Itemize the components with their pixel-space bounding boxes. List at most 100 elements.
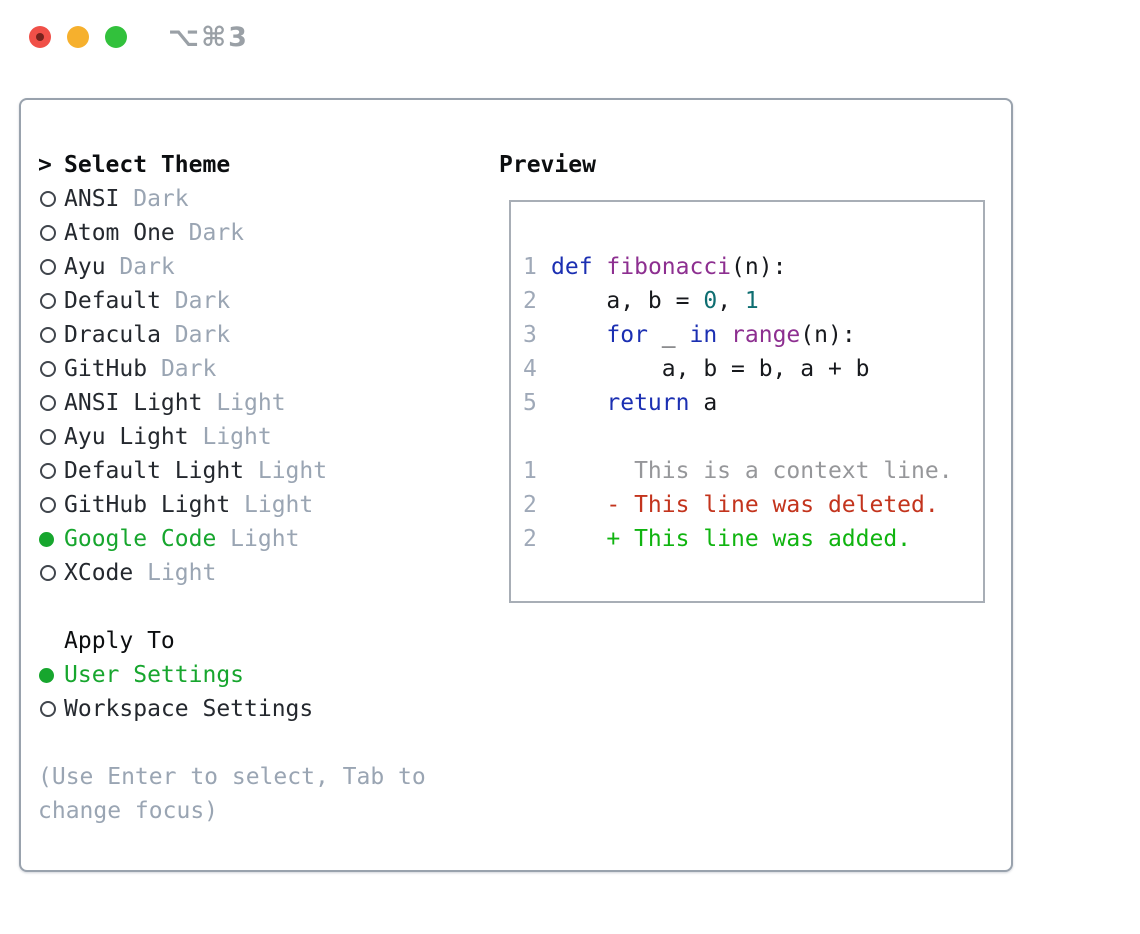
line-number: 1 — [523, 254, 537, 280]
keyboard-hint-text: (Use Enter to select, Tab to change focu… — [38, 764, 426, 824]
theme-option-atom-one-dark[interactable]: Atom One Dark — [38, 216, 478, 250]
apply-to-title: Apply To — [64, 628, 175, 654]
code-token: a, b = b, a + b — [551, 356, 870, 382]
theme-variant-tag: Dark — [174, 220, 245, 246]
select-theme-header: > Select Theme — [38, 148, 478, 182]
line-number: 2 — [523, 288, 537, 314]
radio-icon — [40, 701, 56, 717]
spacer — [38, 590, 478, 624]
radio-icon — [40, 327, 56, 343]
code-line-5: 5 return a — [523, 386, 983, 420]
theme-name: ANSI — [64, 186, 120, 212]
code-token: (n): — [731, 254, 787, 280]
theme-name: Default — [64, 288, 161, 314]
radio-icon — [40, 361, 56, 377]
code-token: 0 — [703, 288, 718, 314]
theme-name: GitHub — [64, 356, 148, 382]
radio-icon — [40, 497, 56, 513]
code-token: a, b = — [551, 288, 704, 314]
apply-option-user-settings[interactable]: User Settings — [38, 658, 478, 692]
code-token: in — [689, 322, 718, 348]
theme-option-ansi-dark[interactable]: ANSI Dark — [38, 182, 478, 216]
code-line-2: 2 a, b = 0, 1 — [523, 284, 983, 318]
theme-variant-tag: Light — [230, 492, 314, 518]
code-token: _ — [647, 322, 690, 348]
theme-option-github-light-light[interactable]: GitHub Light Light — [38, 488, 478, 522]
diff-line-deleted: 2 - This line was deleted. — [523, 488, 983, 522]
theme-variant-tag: Dark — [147, 356, 217, 382]
radio-icon — [40, 395, 56, 411]
radio-icon — [40, 565, 56, 581]
minimize-button[interactable] — [67, 26, 89, 48]
theme-option-dracula-dark[interactable]: Dracula Dark — [38, 318, 478, 352]
code-token: return — [606, 390, 690, 416]
line-number: 5 — [523, 390, 537, 416]
radio-icon — [40, 191, 56, 207]
radio-selected-icon — [39, 531, 54, 547]
code-token: (n): — [800, 322, 856, 348]
radio-icon — [40, 225, 56, 241]
theme-option-github-dark[interactable]: GitHub Dark — [38, 352, 478, 386]
apply-to-header: Apply To — [38, 624, 478, 658]
theme-name: Google Code — [64, 526, 217, 552]
line-number: 4 — [523, 356, 537, 382]
theme-name: ANSI Light — [64, 390, 203, 416]
theme-option-xcode-light[interactable]: XCode Light — [38, 556, 478, 590]
window-title-shortcut: ⌥⌘3 — [168, 22, 249, 53]
theme-variant-tag: Dark — [119, 186, 189, 212]
line-number: 2 — [523, 526, 537, 552]
blank-line — [523, 420, 983, 454]
line-number: 1 — [523, 458, 537, 484]
window-titlebar: ⌥⌘3 — [0, 0, 1140, 75]
focus-caret-icon: > — [38, 152, 52, 178]
apply-option-workspace-settings[interactable]: Workspace Settings — [38, 692, 478, 726]
diff-text-context: This is a context line. — [551, 458, 953, 484]
apply-option-label: User Settings — [64, 662, 245, 688]
code-line-4: 4 a, b = b, a + b — [523, 352, 983, 386]
radio-icon — [40, 463, 56, 479]
select-theme-title: Select Theme — [64, 152, 231, 178]
theme-option-default-light-light[interactable]: Default Light Light — [38, 454, 478, 488]
radio-icon — [40, 259, 56, 275]
theme-option-ansi-light-light[interactable]: ANSI Light Light — [38, 386, 478, 420]
theme-option-default-dark[interactable]: Default Dark — [38, 284, 478, 318]
code-token: range — [731, 322, 801, 348]
theme-option-ayu-dark[interactable]: Ayu Dark — [38, 250, 478, 284]
theme-variant-tag: Dark — [105, 254, 175, 280]
theme-variant-tag: Light — [216, 526, 300, 552]
theme-option-ayu-light-light[interactable]: Ayu Light Light — [38, 420, 478, 454]
theme-variant-tag: Light — [202, 390, 286, 416]
theme-name: GitHub Light — [64, 492, 231, 518]
zoom-button[interactable] — [105, 26, 127, 48]
theme-variant-tag: Light — [133, 560, 217, 586]
theme-variant-tag: Light — [188, 424, 272, 450]
theme-variant-tag: Light — [244, 458, 328, 484]
close-button-dot — [36, 33, 44, 41]
diff-text-added: + This line was added. — [551, 526, 912, 552]
diff-line-context: 1 This is a context line. — [523, 454, 983, 488]
code-token: fibonacci — [606, 254, 732, 280]
code-token — [593, 250, 607, 284]
theme-name: Atom One — [64, 220, 175, 246]
code-token: for — [606, 322, 648, 348]
code-token — [717, 318, 731, 352]
code-line-1: 1 def fibonacci(n): — [523, 250, 983, 284]
theme-name: XCode — [64, 560, 134, 586]
radio-icon — [40, 293, 56, 309]
line-number: 3 — [523, 322, 537, 348]
theme-variant-tag: Dark — [160, 288, 231, 314]
radio-icon — [40, 429, 56, 445]
code-token — [551, 386, 606, 420]
apply-option-label: Workspace Settings — [64, 696, 314, 722]
code-token: def — [551, 254, 593, 280]
close-button[interactable] — [29, 26, 51, 48]
theme-option-google-code-light[interactable]: Google Code Light — [38, 522, 478, 556]
theme-name: Ayu Light — [64, 424, 189, 450]
theme-variant-tag: Dark — [160, 322, 231, 348]
